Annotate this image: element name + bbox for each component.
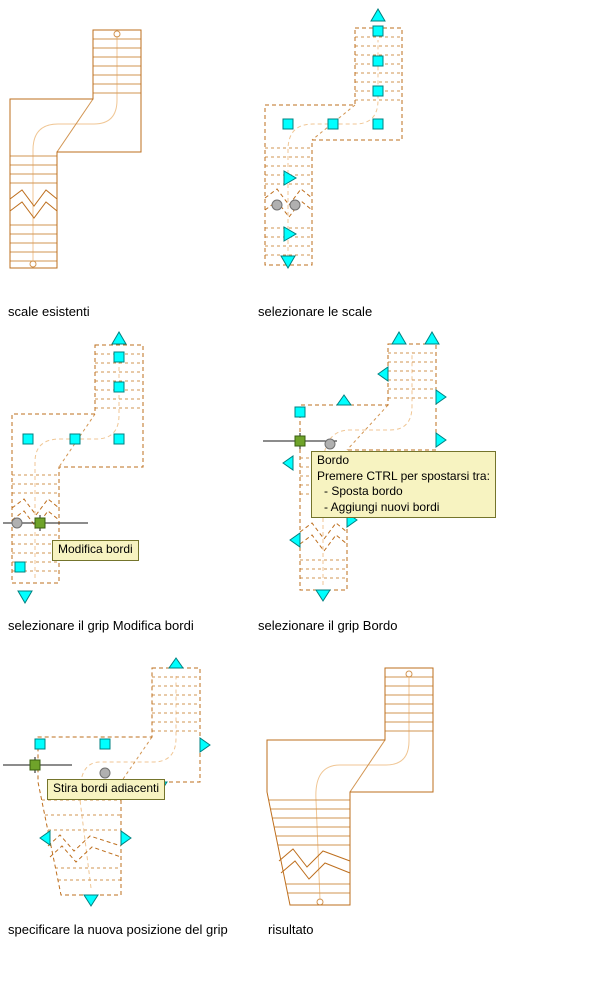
grip-square (372, 25, 384, 37)
walk-line (32, 36, 118, 262)
stair-outline (266, 667, 434, 906)
stair-outline (9, 29, 142, 269)
grip-arrow-down (83, 894, 99, 907)
grip-square (69, 433, 81, 445)
break-line (49, 845, 122, 863)
break-line (278, 848, 351, 868)
walk-line (322, 352, 413, 585)
hot-grip-dragged (29, 759, 41, 771)
grip-arrow-up (424, 331, 440, 345)
stair-treads (93, 38, 141, 94)
caption-modify-edges-grip: selezionare il grip Modifica bordi (8, 618, 194, 633)
panel-modify-edges-grip (3, 331, 144, 604)
grip-arrow-right (199, 737, 211, 753)
flight-node-grip (271, 199, 283, 211)
walk-endpoint (113, 30, 121, 38)
stair-treads (152, 676, 200, 732)
grip-arrow-left (289, 532, 301, 548)
walk-line (34, 352, 120, 578)
grip-arrow-right (435, 432, 447, 448)
tooltip-text: Stira bordi adiacenti (53, 781, 160, 795)
walk-line (287, 40, 379, 258)
break-line (47, 834, 122, 852)
grip-arrow-up (336, 394, 352, 406)
grip-square (113, 381, 125, 393)
grip-arrow-up (168, 657, 184, 669)
break-line (9, 201, 58, 219)
winder-line (56, 98, 94, 153)
break-line (264, 188, 313, 206)
grip-square (294, 406, 306, 418)
tooltip-stira-bordi: Stira bordi adiacenti (47, 779, 166, 800)
grip-arrow-right (120, 830, 132, 846)
stair-treads (10, 155, 57, 262)
grip-arrow-up (370, 8, 386, 22)
stair-treads (388, 352, 436, 399)
panel-existing-stairs (9, 29, 142, 269)
grip-square (34, 738, 46, 750)
winder-line (120, 736, 153, 783)
tooltip-line: Premere CTRL per spostarsi tra: (317, 468, 490, 483)
winder-line (349, 739, 386, 793)
walk-line (79, 676, 177, 889)
grip-arrow-up (111, 331, 127, 345)
break-line (299, 522, 348, 540)
caption-result: risultato (268, 922, 314, 937)
walk-line (315, 676, 410, 901)
tooltip-title: Bordo (317, 453, 350, 467)
grip-square (14, 561, 26, 573)
grip-arrow-down (315, 589, 331, 602)
grip-square (99, 738, 111, 750)
grip-arrow-right (283, 170, 297, 186)
tooltip-line: - Aggiungi nuovi bordi (324, 499, 440, 514)
caption-existing-stairs: scale esistenti (8, 304, 90, 319)
caption-edge-grip: selezionare il grip Bordo (258, 618, 398, 633)
break-line (299, 534, 348, 552)
break-line (11, 498, 60, 516)
tooltip-line: - Sposta bordo (324, 484, 403, 499)
grip-arrow-left (282, 455, 294, 471)
grip-square (22, 433, 34, 445)
grip-arrow-down (280, 255, 296, 269)
hot-grip-modify-edges (34, 517, 46, 529)
flight-node-grip (11, 517, 23, 529)
panel-selected-stairs (264, 8, 403, 269)
grip-square (282, 118, 294, 130)
stair-outline (37, 667, 201, 896)
break-line (9, 189, 58, 207)
hot-grip-edge (294, 435, 306, 447)
grip-arrow-left (39, 830, 51, 846)
grip-square (113, 351, 125, 363)
flight-node-grip (99, 767, 111, 779)
flight-node-grip (324, 438, 336, 450)
stair-treads (42, 799, 121, 881)
caption-select-stairs: selezionare le scale (258, 304, 373, 319)
grip-square (327, 118, 339, 130)
stair-treads (269, 799, 350, 894)
stair-outline (299, 343, 437, 591)
panel-new-grip-position (3, 657, 211, 907)
stair-outline (264, 27, 403, 266)
grip-arrow-left (377, 366, 389, 382)
grip-square (372, 55, 384, 67)
grip-arrow-up (391, 331, 407, 345)
caption-new-position: specificare la nuova posizione del grip (8, 922, 228, 937)
grip-arrow-down (17, 590, 33, 604)
grip-square (372, 118, 384, 130)
break-line (280, 860, 351, 880)
tooltip-text: Modifica bordi (58, 542, 133, 556)
flight-node-grip (289, 199, 301, 211)
grip-square (113, 433, 125, 445)
stair-treads (385, 676, 433, 732)
winder-line (346, 404, 389, 451)
grip-arrow-right (435, 389, 447, 405)
tooltip-bordo: Bordo Premere CTRL per spostarsi tra: - … (311, 451, 496, 519)
grip-arrow-right (283, 226, 297, 242)
grip-square (372, 85, 384, 97)
tooltip-modifica-bordi: Modifica bordi (52, 540, 139, 561)
panel-result (266, 667, 434, 906)
